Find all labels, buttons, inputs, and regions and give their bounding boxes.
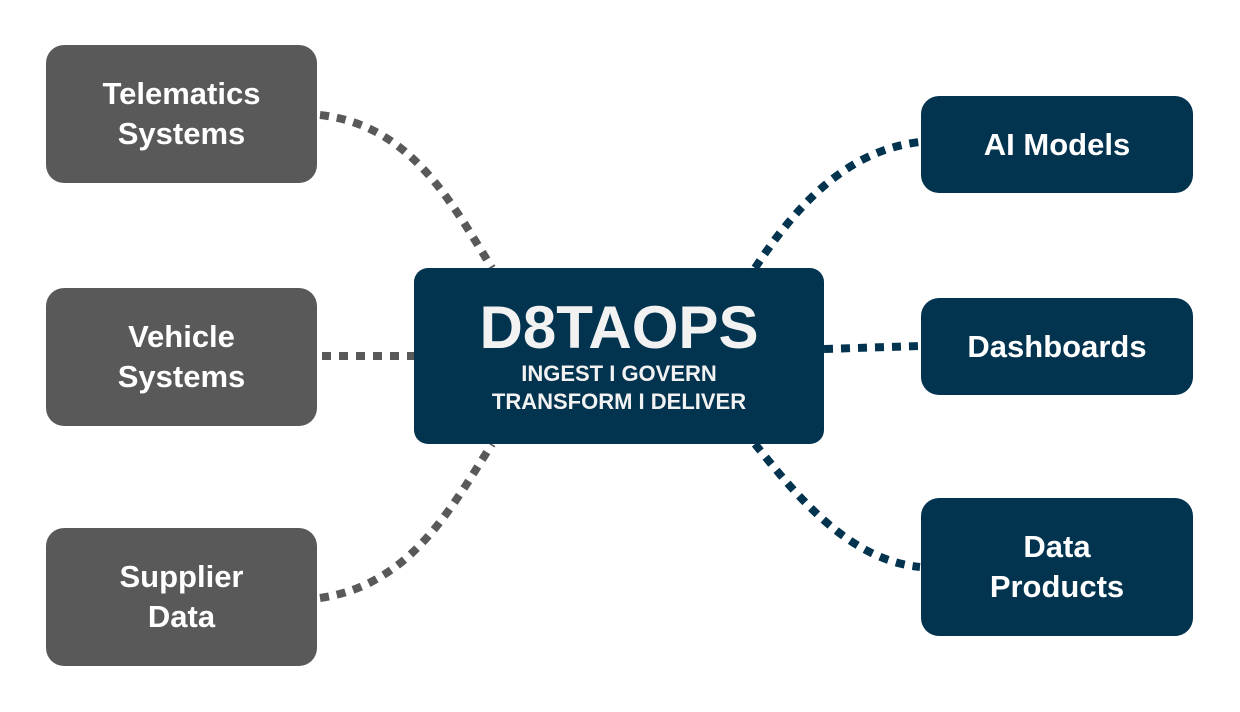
source-supplier-data: Supplier Data bbox=[46, 528, 317, 666]
source-label-line1: Supplier bbox=[119, 559, 244, 594]
output-data-products: Data Products bbox=[921, 498, 1193, 636]
source-label-line2: Systems bbox=[117, 359, 246, 394]
hub-subtitle-line2: TRANSFORM I DELIVER bbox=[491, 389, 747, 414]
hub-title: D8TAOPS bbox=[479, 294, 759, 361]
output-label-line1: AI Models bbox=[983, 126, 1131, 162]
source-label-line1: Vehicle bbox=[128, 319, 235, 354]
connector-supplier bbox=[319, 441, 496, 602]
hub-subtitle-line1: INGEST I GOVERN bbox=[521, 361, 717, 386]
source-label-line2: Data bbox=[147, 599, 216, 634]
connector-dashboards bbox=[823, 342, 921, 353]
connector-data-products bbox=[751, 441, 921, 571]
source-label-line2: Systems bbox=[117, 116, 246, 151]
source-vehicle-systems: Vehicle Systems bbox=[46, 288, 317, 426]
output-label-line1: Dashboards bbox=[967, 328, 1147, 364]
hub-d8taops: D8TAOPS INGEST I GOVERN TRANSFORM I DELI… bbox=[414, 268, 824, 444]
source-telematics-systems: Telematics Systems bbox=[46, 45, 317, 183]
output-label-line1: Data bbox=[1023, 529, 1091, 564]
source-label-line1: Telematics bbox=[102, 76, 261, 111]
output-dashboards: Dashboards bbox=[921, 298, 1193, 395]
output-label-line2: Products bbox=[989, 569, 1125, 604]
output-ai-models: AI Models bbox=[921, 96, 1193, 193]
connector-ai-models bbox=[751, 138, 921, 271]
connector-telematics bbox=[319, 111, 496, 271]
